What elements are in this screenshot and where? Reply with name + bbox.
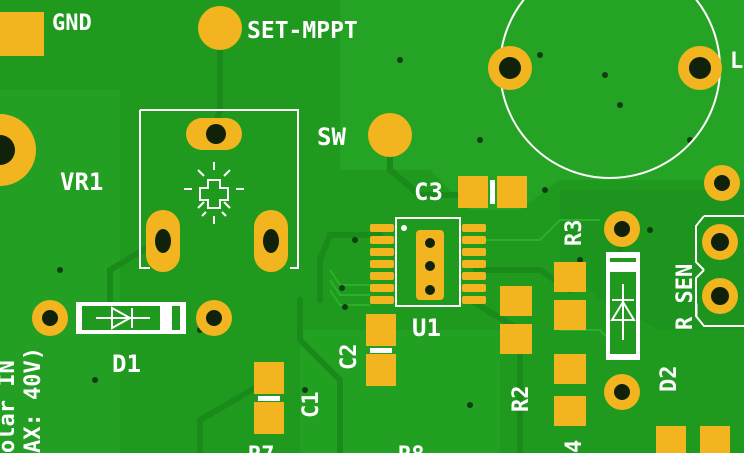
d2-diode[interactable] [604,252,640,410]
r-sen-label: R_SEN [673,264,698,330]
c1-label: C1 [299,392,324,419]
via-group [57,52,693,408]
d1-diode[interactable] [32,300,232,336]
max-voltage-label: AX: 40V) [21,347,46,453]
inductor-hole-right [689,57,711,79]
c2-capacitor[interactable] [366,314,396,386]
bottom-pad-right[interactable] [700,426,730,453]
r-sen-connector[interactable] [695,215,744,327]
c3-capacitor[interactable] [458,176,527,208]
inductor-hole-left [499,57,521,79]
r2-resistor[interactable] [500,286,532,354]
gnd-pad[interactable] [0,12,44,56]
copper-pour-bottom [300,330,500,453]
set-mppt-label: SET-MPPT [247,18,358,44]
set-mppt-testpoint[interactable] [198,6,242,50]
bottom-pad-left[interactable] [656,426,686,453]
solar-in-label: olar IN [0,360,20,453]
r7-partial-label: R7 [248,443,275,453]
r4-partial-label: 4 [562,440,587,453]
sw-label: SW [317,123,346,151]
d2-label: D2 [657,366,682,393]
right-testpoint-hole [714,175,730,191]
solar-in-hole [0,135,15,165]
d2-pad-top-hole [614,221,630,237]
r3-resistor[interactable] [554,262,586,330]
sw-testpoint[interactable] [368,113,412,157]
r4-resistor[interactable] [554,354,586,426]
copper-pour-top [340,0,744,210]
u1-ic[interactable] [370,217,486,307]
r3-label: R3 [562,220,587,247]
c3-label: C3 [414,178,443,206]
inductor-label: L [730,49,743,74]
vr1-label: VR1 [60,168,103,196]
c1-capacitor[interactable] [254,362,284,434]
vr1-trimmer[interactable] [139,109,299,272]
c2-label: C2 [337,344,362,371]
u1-label: U1 [412,314,441,342]
d1-label: D1 [112,350,141,378]
gnd-label: GND [52,11,92,36]
r8-partial-label: R8 [398,443,425,453]
solar-in-pad[interactable] [0,114,36,186]
adjust-cross-icon [184,162,244,224]
r2-label: R2 [509,386,534,413]
